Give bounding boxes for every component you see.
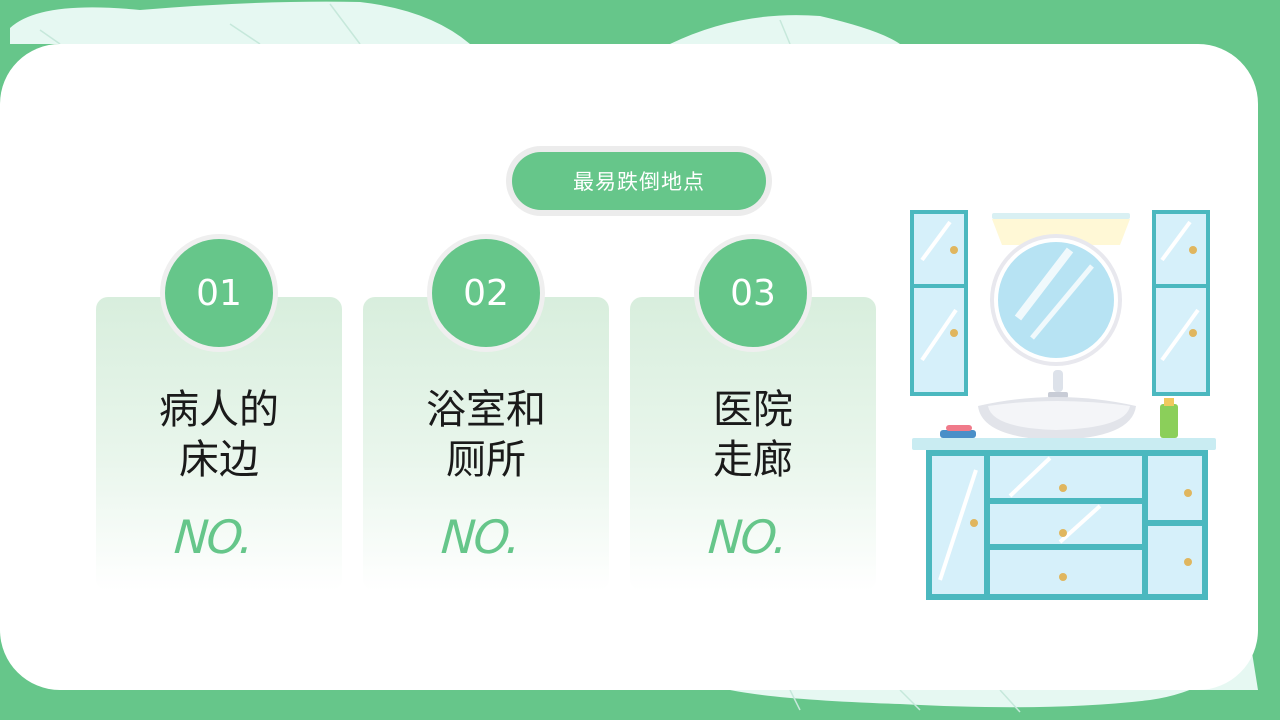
card-1-number-badge: 01: [160, 234, 278, 352]
card-1-number: 01: [165, 239, 273, 347]
card-3-title-line1: 医院: [713, 387, 793, 433]
card-3-tag: NO.: [706, 510, 788, 564]
card-2-number: 02: [432, 239, 540, 347]
right-wall-cabinet: [1152, 210, 1210, 396]
card-2-title-line1: 浴室和: [426, 387, 546, 433]
card-1-title: 病人的 床边: [96, 385, 342, 485]
bathroom-vanity-illustration: [910, 210, 1216, 600]
card-2-title-line2: 厕所: [446, 437, 526, 483]
soap-dish: [940, 430, 976, 438]
vanity-cabinet: [926, 450, 1208, 600]
light-bar: [992, 213, 1130, 219]
left-wall-cabinet: [910, 210, 968, 396]
countertop: [912, 438, 1216, 450]
page-title: 最易跌倒地点: [512, 152, 766, 210]
title-pill: 最易跌倒地点: [506, 146, 772, 216]
card-1-title-line2: 床边: [179, 437, 259, 483]
card-3-title-line2: 走廊: [713, 437, 793, 483]
card-2-title: 浴室和 厕所: [363, 385, 609, 485]
card-3-number: 03: [699, 239, 807, 347]
card-3-number-badge: 03: [694, 234, 812, 352]
card-2-tag: NO.: [439, 510, 521, 564]
lotion-bottle: [1160, 404, 1178, 438]
card-1-title-line1: 病人的: [159, 387, 279, 433]
round-mirror: [990, 234, 1122, 366]
card-1-tag: NO.: [172, 510, 254, 564]
card-2-number-badge: 02: [427, 234, 545, 352]
card-3-title: 医院 走廊: [630, 385, 876, 485]
